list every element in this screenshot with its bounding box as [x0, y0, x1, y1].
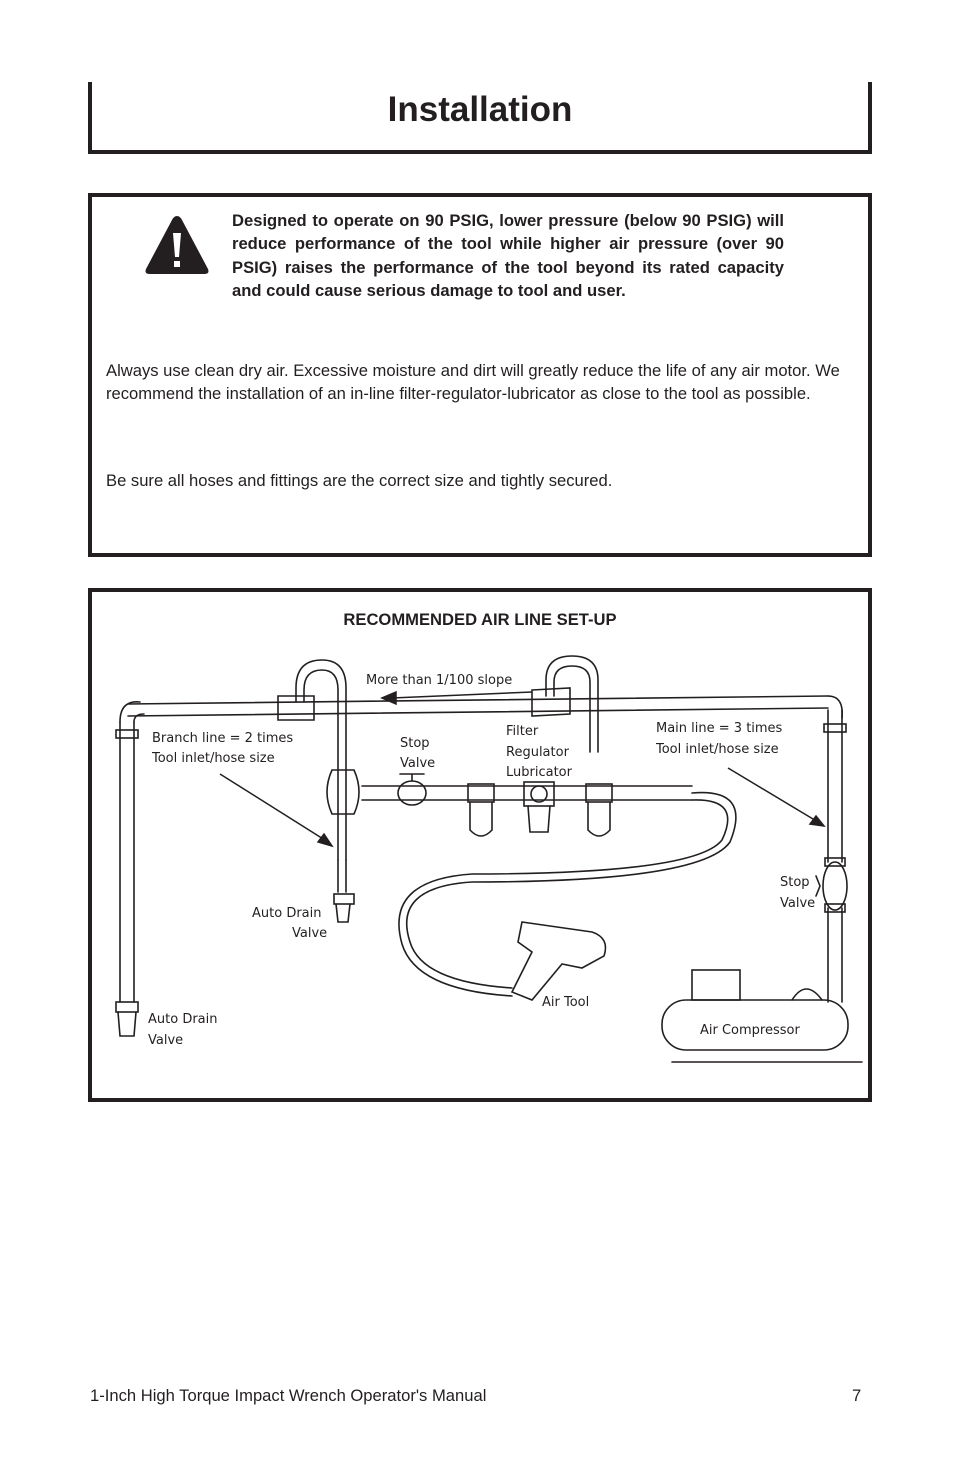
label-frl-1: Filter — [506, 724, 539, 739]
air-hose — [398, 791, 737, 997]
air-compressor — [661, 999, 849, 1051]
filter-unit — [467, 783, 495, 803]
air-line-diagram: More than 1/100 slope Branch line = 2 ti… — [115, 655, 863, 1063]
warning-triangle-icon — [145, 216, 209, 274]
header-pipe — [127, 695, 829, 717]
left-stop-valve — [397, 780, 427, 806]
footer-page-number: 7 — [852, 1386, 862, 1405]
label-frl-2: Regulator — [506, 745, 570, 760]
label-auto-drain-mid-1: Auto Drain — [252, 906, 322, 921]
label-auto-drain-left-1: Auto Drain — [148, 1012, 218, 1027]
label-auto-drain-left-2: Valve — [148, 1033, 183, 1048]
footer-manual-title: 1-Inch High Torque Impact Wrench Operato… — [90, 1386, 487, 1405]
label-main-line-1: Main line = 3 times — [656, 721, 783, 736]
left-riser-pipe — [119, 721, 135, 1003]
title-box: Installation — [88, 82, 872, 154]
right-gooseneck — [545, 655, 599, 753]
drop-tee — [326, 769, 360, 815]
label-branch-line-2: Tool inlet/hose size — [151, 751, 275, 766]
label-main-line-2: Tool inlet/hose size — [655, 742, 779, 757]
page-title: Installation — [387, 90, 573, 129]
right-stop-valve — [822, 861, 848, 911]
air-tool — [510, 921, 607, 1001]
regulator-unit — [523, 781, 555, 807]
auto-drain-left — [117, 1011, 137, 1037]
right-riser-pipe — [827, 709, 843, 1003]
label-stop-valve-left-2: Valve — [400, 756, 435, 771]
label-frl-3: Lubricator — [506, 765, 573, 780]
label-stop-valve-left-1: Stop — [400, 736, 430, 751]
label-branch-line-1: Branch line = 2 times — [152, 731, 293, 746]
label-auto-drain-mid-2: Valve — [292, 926, 327, 941]
label-slope: More than 1/100 slope — [366, 673, 512, 688]
label-stop-valve-right-2: Valve — [780, 896, 815, 911]
label-air-compressor: Air Compressor — [700, 1023, 800, 1038]
clean-air-paragraph: Always use clean dry air. Excessive mois… — [106, 361, 840, 403]
lubricator-unit — [585, 783, 613, 803]
diagram-title: RECOMMENDED AIR LINE SET-UP — [343, 610, 617, 629]
auto-drain-mid — [335, 903, 351, 923]
warning-text: Designed to operate on 90 PSIG, lower pr… — [232, 211, 784, 301]
hoses-paragraph: Be sure all hoses and fittings are the c… — [106, 471, 613, 490]
diagram-box: RECOMMENDED AIR LINE SET-UP — [88, 588, 872, 1102]
left-gooseneck — [295, 659, 347, 861]
warning-box: Designed to operate on 90 PSIG, lower pr… — [88, 193, 872, 557]
label-air-tool: Air Tool — [542, 995, 589, 1010]
label-stop-valve-right-1: Stop — [780, 875, 810, 890]
